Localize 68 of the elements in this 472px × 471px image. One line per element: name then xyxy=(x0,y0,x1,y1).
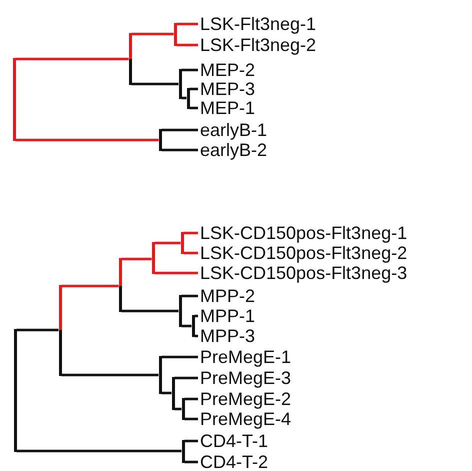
clade-bar xyxy=(14,328,16,452)
branch-line xyxy=(132,82,178,86)
sample-label: LSK-CD150pos-Flt3neg-2 xyxy=(200,243,408,263)
sample-label: LSK-Flt3neg-1 xyxy=(200,14,316,34)
sample-label: CD4-T-1 xyxy=(200,431,268,451)
branch-line xyxy=(16,450,182,452)
sample-label: LSK-CD150pos-Flt3neg-3 xyxy=(200,263,408,283)
clade-bar xyxy=(182,440,184,464)
branch-line xyxy=(122,258,152,260)
sample-label: MPP-1 xyxy=(200,306,256,326)
branch-line xyxy=(184,418,198,420)
clade-bar xyxy=(158,356,162,394)
branch-line xyxy=(182,324,192,328)
branch-line xyxy=(62,374,158,376)
sample-label: PreMegE-1 xyxy=(200,347,292,367)
branch-line xyxy=(184,232,198,234)
branch-line xyxy=(182,68,198,72)
clade-bar xyxy=(172,376,174,410)
sample-label: PreMegE-4 xyxy=(200,409,292,429)
branch-line xyxy=(154,242,180,244)
clade-bar xyxy=(192,314,194,338)
clade-bar xyxy=(118,258,122,312)
branch-line xyxy=(190,88,198,90)
sample-label: MPP-3 xyxy=(200,326,256,346)
sample-label: LSK-CD150pos-Flt3neg-1 xyxy=(200,223,408,243)
branch-line xyxy=(174,376,198,380)
clade-bar xyxy=(174,22,176,46)
branch-line xyxy=(176,44,198,46)
branch-line xyxy=(176,22,198,26)
sample-label: earlyB-2 xyxy=(200,140,268,160)
branch-line xyxy=(16,328,58,332)
branch-line xyxy=(132,32,174,36)
branch-line xyxy=(62,284,118,288)
sample-label: PreMegE-2 xyxy=(200,389,292,409)
sample-label: earlyB-1 xyxy=(200,120,268,140)
clade-bar xyxy=(182,398,184,420)
branch-line xyxy=(182,294,198,298)
branch-line xyxy=(162,148,198,152)
branch-line xyxy=(184,460,198,464)
clade-bar xyxy=(178,68,182,100)
clade-bar xyxy=(152,242,154,274)
branch-line xyxy=(16,58,128,60)
sample-label: PreMegE-3 xyxy=(200,368,292,388)
branch-line xyxy=(190,106,198,110)
branch-line xyxy=(174,408,182,410)
sample-label: LSK-Flt3neg-2 xyxy=(200,35,316,55)
branch-line xyxy=(162,392,172,394)
branch-line xyxy=(122,310,178,312)
branch-line xyxy=(182,96,186,100)
branch-line xyxy=(154,272,198,274)
branch-line xyxy=(184,398,198,400)
branch-line xyxy=(184,252,198,254)
clade-bar xyxy=(128,32,132,86)
clade-bar xyxy=(186,88,190,110)
clade-bar xyxy=(12,58,16,142)
clade-bar xyxy=(58,284,62,376)
branch-line xyxy=(16,138,158,142)
clade-bar xyxy=(178,294,182,328)
sample-label: CD4-T-2 xyxy=(200,452,268,471)
clade-bar xyxy=(158,128,162,152)
branch-line xyxy=(162,128,198,132)
sample-label: MEP-3 xyxy=(200,79,256,99)
sample-label: MPP-2 xyxy=(200,286,256,306)
sample-label: MEP-1 xyxy=(200,98,256,118)
sample-label: MEP-2 xyxy=(200,60,256,80)
clade-bar xyxy=(180,232,184,254)
branch-line xyxy=(184,440,198,442)
branch-line xyxy=(162,356,198,358)
